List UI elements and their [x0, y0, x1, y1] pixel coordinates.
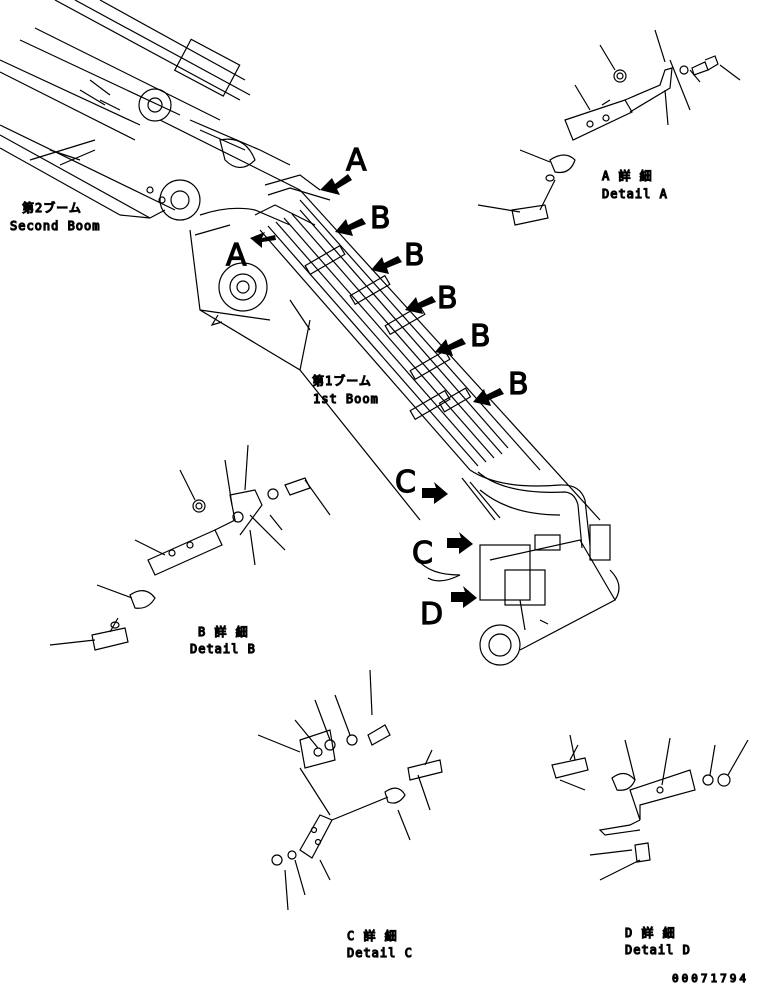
- arrow-b4: [435, 338, 466, 356]
- second-boom-drawing: [0, 0, 301, 221]
- second-boom-label-en: Second Boom: [10, 219, 100, 233]
- callout-d: D: [420, 597, 443, 632]
- detail-b-caption-jp: B 詳 細: [198, 624, 249, 639]
- callout-b-5: B: [508, 367, 529, 402]
- detail-a-drawing: [477, 29, 741, 226]
- document-number: 00071794: [672, 972, 749, 985]
- callout-c-leader: [417, 559, 461, 582]
- arrow-b3: [405, 296, 436, 314]
- first-boom-label-jp: 第1ブーム: [312, 373, 372, 388]
- callout-arrows: [250, 174, 504, 608]
- callout-c-2: C: [412, 536, 433, 571]
- detail-b-caption-en: Detail B: [190, 642, 256, 656]
- callout-b-2: B: [404, 238, 425, 273]
- arrow-a-top: [320, 174, 352, 195]
- arrow-c1: [422, 482, 448, 504]
- detail-c-drawing: [257, 669, 443, 911]
- text-labels: 第2ブーム Second Boom 第1ブーム 1st Boom A A B B…: [9, 142, 749, 985]
- callout-b-1: B: [370, 201, 391, 236]
- detail-a-caption-en: Detail A: [602, 187, 668, 201]
- callout-a-left: A: [226, 238, 247, 273]
- detail-d-caption-en: Detail D: [625, 943, 691, 957]
- detail-a-caption-jp: A 詳 細: [602, 168, 653, 183]
- callout-a-top: A: [346, 143, 367, 178]
- arrow-b5: [473, 388, 504, 406]
- first-boom-label-en: 1st Boom: [313, 392, 379, 406]
- arrow-d: [451, 586, 477, 608]
- callout-c-1: C: [395, 465, 416, 500]
- callout-b-4: B: [470, 319, 491, 354]
- arrow-b1: [335, 218, 366, 236]
- callout-b-3: B: [437, 281, 458, 316]
- detail-d-caption-jp: D 詳 細: [625, 925, 676, 940]
- detail-d-drawing: [551, 734, 749, 881]
- arrow-b2: [371, 256, 402, 274]
- detail-c-caption-en: Detail C: [347, 946, 413, 960]
- detail-c-caption-jp: C 詳 細: [347, 928, 398, 943]
- arrow-c2: [447, 532, 473, 554]
- arrow-a-left: [250, 232, 276, 248]
- second-boom-label-jp: 第2ブーム: [22, 200, 82, 215]
- detail-b-drawing: [49, 444, 331, 651]
